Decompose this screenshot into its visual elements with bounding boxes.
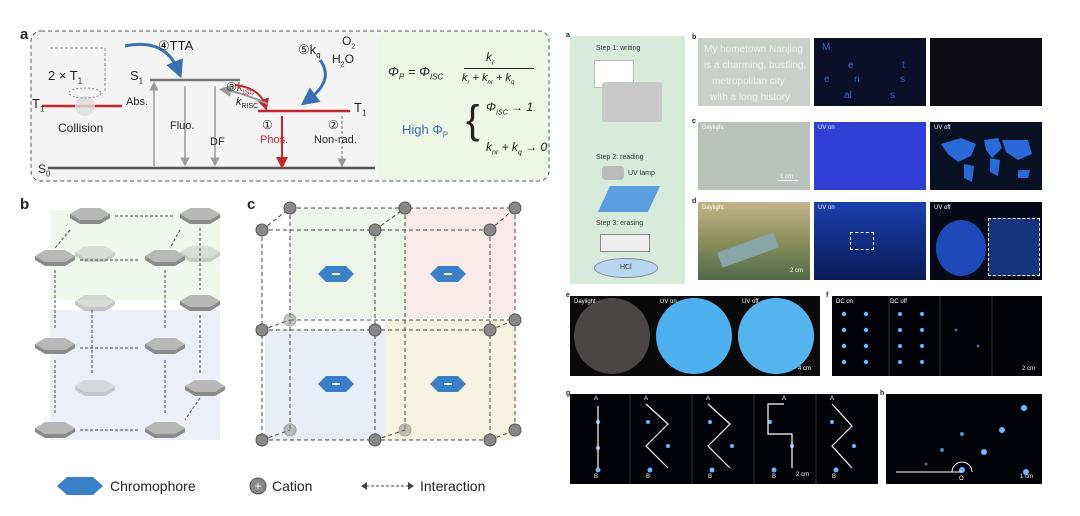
panel-c-cubic-lattice xyxy=(255,201,522,447)
phos-num: ① xyxy=(262,118,273,132)
c-daylight: Daylight 1 cm xyxy=(698,122,810,190)
d-uv-on: UV on xyxy=(814,202,926,280)
panel-b-label: b xyxy=(20,196,30,213)
right-panel-b-label: b xyxy=(692,34,697,41)
fraction-bar xyxy=(464,68,534,69)
step1-label: Step 1: writing xyxy=(596,45,641,52)
c-uv-off: UV off xyxy=(930,122,1042,190)
step2-label: Step 2: reading xyxy=(596,154,644,161)
b-text-block: My hometown Nanjing is a charming, bustl… xyxy=(704,44,807,103)
panel-a: ④TTA 2 × T1 T1 Collision S1 Abs. Fluo. D… xyxy=(30,30,550,182)
abs-label: Abs. xyxy=(126,96,149,108)
d-uv-off: UV off xyxy=(930,202,1042,280)
right-panel-h-label: h xyxy=(880,390,885,397)
right-panel-g-label: g xyxy=(566,390,571,397)
t1-right-label: T1 xyxy=(354,100,367,118)
hcl-label: HCl xyxy=(620,264,632,271)
phos-label: Phos. xyxy=(260,134,289,146)
erase-sheet xyxy=(600,234,650,252)
uv-lamp-icon xyxy=(602,166,624,180)
uv-lamp-label: UV lamp xyxy=(628,170,655,177)
panel-a-label: a xyxy=(20,26,29,43)
s0-label: S0 xyxy=(38,162,51,179)
right-panel-f-label: f xyxy=(826,292,829,299)
o2-label: O2 xyxy=(342,34,356,51)
right-panel-e-label: e xyxy=(566,292,570,299)
right-panel-d-label: d xyxy=(692,198,697,205)
interaction-icon xyxy=(361,482,414,490)
f-dots: DC on DC off 2 cm xyxy=(832,296,1042,376)
printer-icon xyxy=(602,82,662,122)
svg-text:+: + xyxy=(254,479,261,493)
two-t1-label: 2 × T1 xyxy=(48,68,83,86)
world-map-glow xyxy=(941,138,1032,182)
right-panel-a-label: a xyxy=(566,32,570,39)
b-uv-off xyxy=(930,38,1042,106)
g-paths: A B A B A B A B A B 2 cm xyxy=(570,394,878,484)
b-daylight-text: My hometown Nanjing is a charming, bustl… xyxy=(698,38,810,106)
b-uv-letters: M e t e ri s al s xyxy=(814,38,926,106)
condition-1: ΦISC → 1 xyxy=(486,100,534,117)
g-path-drawings xyxy=(595,394,856,484)
tta-label: ④TTA xyxy=(158,38,194,53)
kisc-label: ③kISC xyxy=(226,80,255,97)
h-rotation: O 1 cm xyxy=(886,394,1042,484)
denominator: kr + knr + kq xyxy=(462,72,515,87)
kr-numerator: kr xyxy=(486,50,495,67)
steps-panel: Step 1: writing Step 2: reading UV lamp … xyxy=(570,36,685,284)
c-uv-on: UV on xyxy=(814,122,926,190)
jablonski-diagram xyxy=(30,30,550,182)
nonrad-num: ② xyxy=(328,118,339,132)
phi-equation: ΦP = ΦISC xyxy=(388,64,444,82)
krisc-label: kRISC xyxy=(236,96,259,111)
kq-label: ⑤kq xyxy=(298,42,321,60)
df-label: DF xyxy=(210,136,225,148)
panel-c-left-label: c xyxy=(247,196,256,213)
hcl-dish xyxy=(594,258,658,278)
t1-left-label: T1 xyxy=(32,96,45,114)
right-panel-c-label: c xyxy=(692,118,696,125)
h-dots xyxy=(896,405,1029,475)
panel-b-lattice xyxy=(35,208,225,440)
high-phi-label: High ΦP xyxy=(402,122,449,140)
h2o-label: H2O xyxy=(332,52,354,69)
e-discs: Daylight UV on UV off 4 cm xyxy=(570,296,820,376)
fluo-label: Fluo. xyxy=(170,120,195,132)
collision-label: Collision xyxy=(58,121,104,135)
legend-cation: Cation xyxy=(272,478,313,494)
legend-interaction: Interaction xyxy=(420,478,486,494)
s1-label: S1 xyxy=(130,68,144,86)
paper-under-uv xyxy=(597,186,661,212)
cation-icon: + xyxy=(249,477,267,495)
f-dot-grid xyxy=(841,296,993,376)
step3-label: Step 3: erasing xyxy=(596,220,644,227)
legend-chromophore: Chromophore xyxy=(110,478,196,494)
d-daylight: Daylight 2 cm xyxy=(698,202,810,280)
chromophore-icon xyxy=(57,477,103,495)
nonrad-label: Non-rad. xyxy=(314,134,357,146)
brace: { xyxy=(466,98,480,142)
condition-2: knr + kq → 0 xyxy=(486,140,548,157)
